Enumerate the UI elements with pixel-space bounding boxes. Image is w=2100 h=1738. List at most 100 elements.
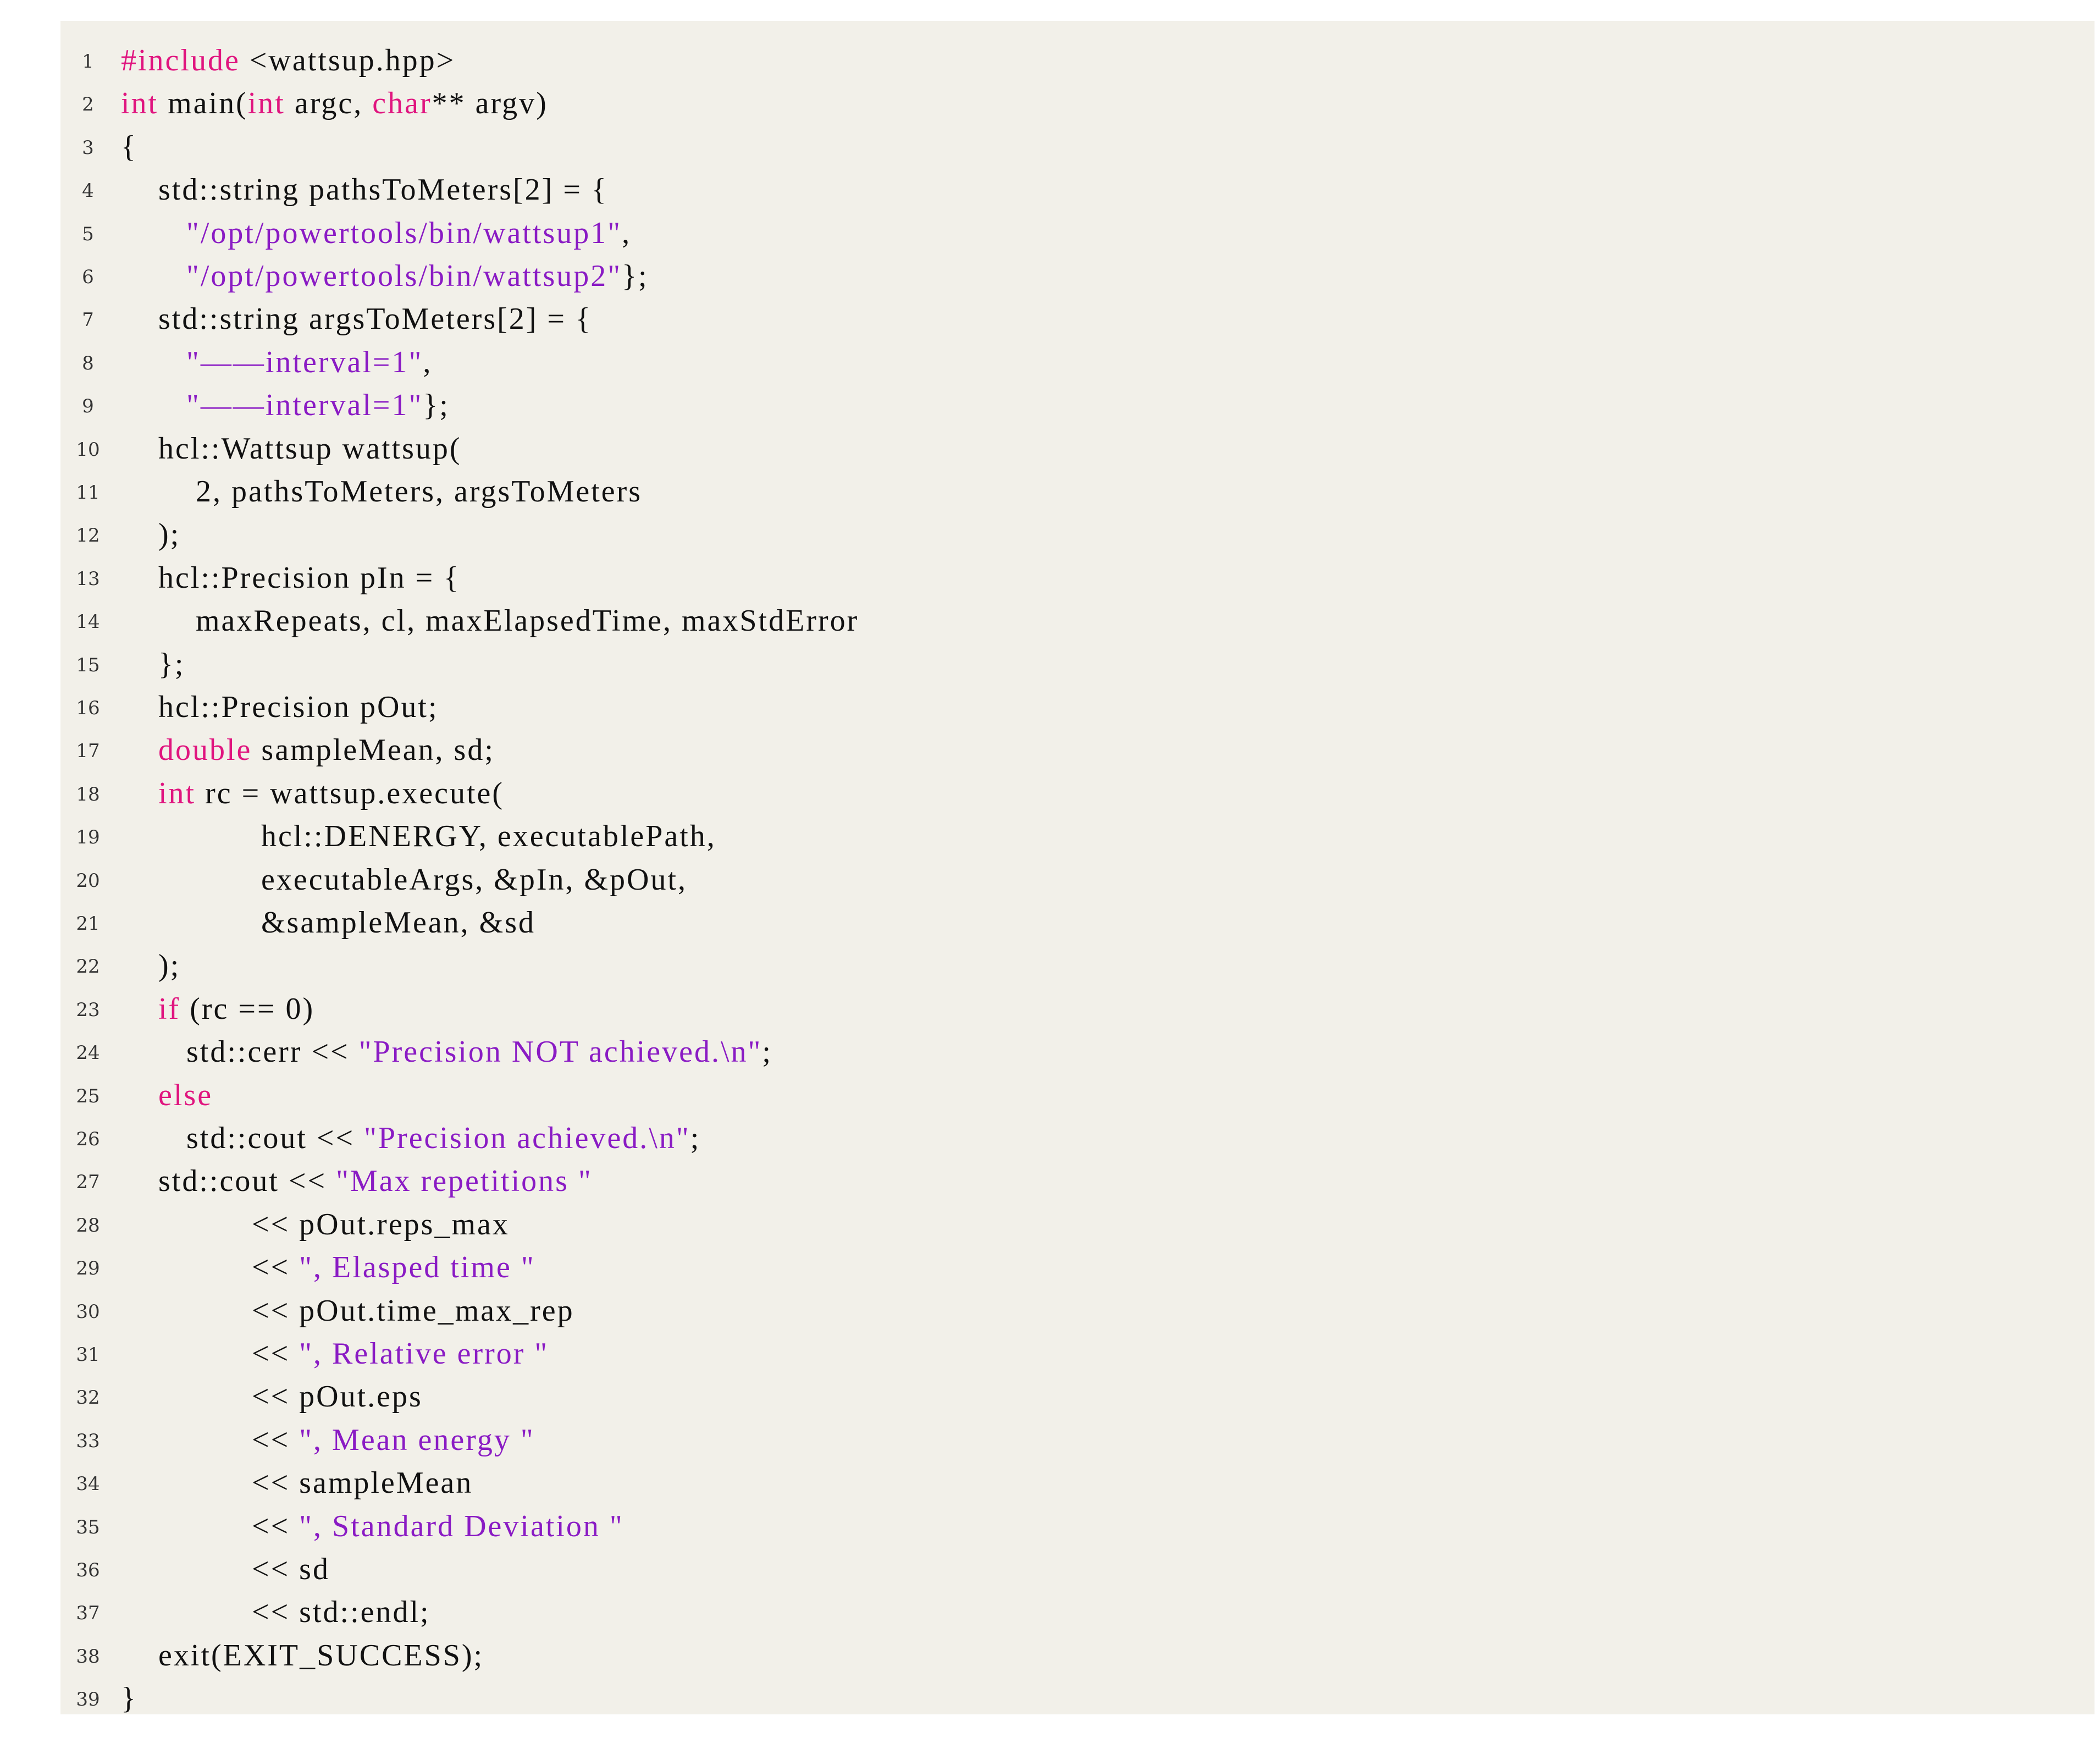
- code-text: );: [121, 948, 181, 983]
- line-number: 1: [82, 51, 94, 73]
- code-line: #include <wattsup.hpp>: [121, 43, 455, 78]
- code-string: ", Standard Deviation ": [299, 1509, 624, 1543]
- code-string: ", Relative error ": [299, 1337, 549, 1371]
- code-line: std::cout << "Precision achieved.\n";: [121, 1121, 700, 1156]
- code-text: << sampleMean: [121, 1466, 473, 1500]
- line-number: 39: [76, 1689, 100, 1711]
- code-text: <<: [121, 1250, 300, 1285]
- line-number: 33: [76, 1430, 100, 1452]
- code-line: {: [121, 129, 137, 164]
- code-text: ** argv): [432, 86, 548, 121]
- line-number: 38: [76, 1645, 100, 1668]
- code-line: else: [121, 1078, 213, 1113]
- code-keyword: else: [158, 1078, 213, 1112]
- code-text: std::string pathsToMeters[2] = {: [121, 173, 608, 207]
- code-text: sampleMean, sd;: [252, 733, 495, 768]
- code-text: hcl::Precision pOut;: [121, 690, 439, 724]
- line-number: 26: [76, 1128, 100, 1150]
- line-number: 21: [76, 913, 100, 935]
- code-text: );: [121, 517, 181, 552]
- code-text: rc = wattsup.execute(: [196, 776, 505, 810]
- code-keyword: int: [158, 776, 196, 810]
- line-number: 2: [82, 93, 94, 116]
- code-keyword: int: [247, 86, 285, 121]
- line-number: 8: [82, 352, 94, 374]
- line-number: 22: [76, 956, 100, 978]
- code-line: std::string pathsToMeters[2] = {: [121, 172, 608, 207]
- code-text: << std::endl;: [121, 1595, 430, 1630]
- code-string: "Precision achieved.\n": [364, 1121, 690, 1155]
- line-number: 3: [82, 136, 94, 159]
- code-text: exit(EXIT_SUCCESS);: [121, 1638, 484, 1673]
- line-number: 20: [76, 869, 100, 892]
- code-text: [121, 1078, 158, 1112]
- code-line: }: [121, 1681, 137, 1716]
- line-number: 24: [76, 1042, 100, 1064]
- line-number: 12: [76, 525, 100, 547]
- code-text: << pOut.time_max_rep: [121, 1293, 574, 1328]
- code-text: maxRepeats, cl, maxElapsedTime, maxStdEr…: [121, 604, 859, 638]
- line-number: 25: [76, 1085, 100, 1107]
- code-text: hcl::Precision pIn = {: [121, 560, 461, 595]
- code-line: &sampleMean, &sd: [121, 905, 535, 940]
- code-string: "——interval=1": [186, 345, 423, 379]
- code-line: << pOut.eps: [121, 1379, 423, 1414]
- code-line: "/opt/powertools/bin/wattsup1",: [121, 216, 631, 251]
- code-text: <<: [121, 1509, 300, 1543]
- line-number: 30: [76, 1300, 100, 1323]
- code-text: hcl::Wattsup wattsup(: [121, 431, 462, 466]
- line-number: 13: [76, 567, 100, 590]
- line-number: 7: [82, 309, 94, 332]
- code-line: << ", Elasped time ": [121, 1250, 535, 1285]
- line-number: 34: [76, 1473, 100, 1496]
- code-text: <<: [121, 1422, 300, 1457]
- code-text: << pOut.reps_max: [121, 1207, 510, 1242]
- code-line: maxRepeats, cl, maxElapsedTime, maxStdEr…: [121, 603, 859, 638]
- code-text: ,: [622, 216, 632, 250]
- code-text: hcl::DENERGY, executablePath,: [121, 819, 716, 854]
- line-number: 5: [82, 223, 94, 245]
- code-line: "——interval=1",: [121, 345, 432, 380]
- code-string: "/opt/powertools/bin/wattsup1": [186, 216, 622, 250]
- code-string: ", Elasped time ": [299, 1250, 535, 1285]
- line-number: 23: [76, 998, 100, 1021]
- code-line: executableArgs, &pIn, &pOut,: [121, 862, 687, 897]
- line-number: 28: [76, 1214, 100, 1237]
- code-line: hcl::Precision pOut;: [121, 689, 439, 725]
- code-line: << std::endl;: [121, 1594, 430, 1630]
- code-text: };: [423, 388, 450, 423]
- code-text: std::string argsToMeters[2] = {: [121, 302, 592, 336]
- code-text: ;: [762, 1035, 772, 1069]
- line-number: 10: [76, 438, 100, 461]
- code-line: hcl::Precision pIn = {: [121, 560, 460, 595]
- line-number: 29: [76, 1257, 100, 1280]
- line-number: 17: [76, 740, 100, 763]
- code-text: std::cerr <<: [121, 1035, 359, 1069]
- code-line: "——interval=1"};: [121, 388, 450, 423]
- code-text: &sampleMean, &sd: [121, 906, 536, 940]
- code-line: << sd: [121, 1552, 330, 1587]
- code-line: << ", Mean energy ": [121, 1422, 535, 1458]
- code-text: << pOut.eps: [121, 1380, 423, 1414]
- code-line: << ", Relative error ": [121, 1336, 549, 1371]
- code-text: ,: [423, 345, 433, 379]
- code-text: [121, 345, 186, 379]
- code-text: std::cout <<: [121, 1164, 336, 1199]
- line-number: 37: [76, 1602, 100, 1625]
- code-string: "Max repetitions ": [336, 1164, 593, 1199]
- code-keyword: if: [158, 991, 181, 1026]
- line-number: 15: [76, 654, 100, 676]
- code-text: {: [121, 129, 137, 164]
- code-text: [121, 259, 186, 293]
- code-line: int main(int argc, char** argv): [121, 86, 548, 121]
- code-string: "/opt/powertools/bin/wattsup2": [186, 259, 622, 293]
- code-keyword: #include: [121, 43, 240, 78]
- code-line: std::cerr << "Precision NOT achieved.\n"…: [121, 1034, 772, 1069]
- line-number: 4: [82, 180, 94, 202]
- code-line: << ", Standard Deviation ": [121, 1509, 624, 1544]
- code-string: "Precision NOT achieved.\n": [358, 1035, 762, 1069]
- code-text: std::cout <<: [121, 1121, 364, 1155]
- line-number: 14: [76, 611, 100, 633]
- code-line: std::cout << "Max repetitions ": [121, 1163, 593, 1199]
